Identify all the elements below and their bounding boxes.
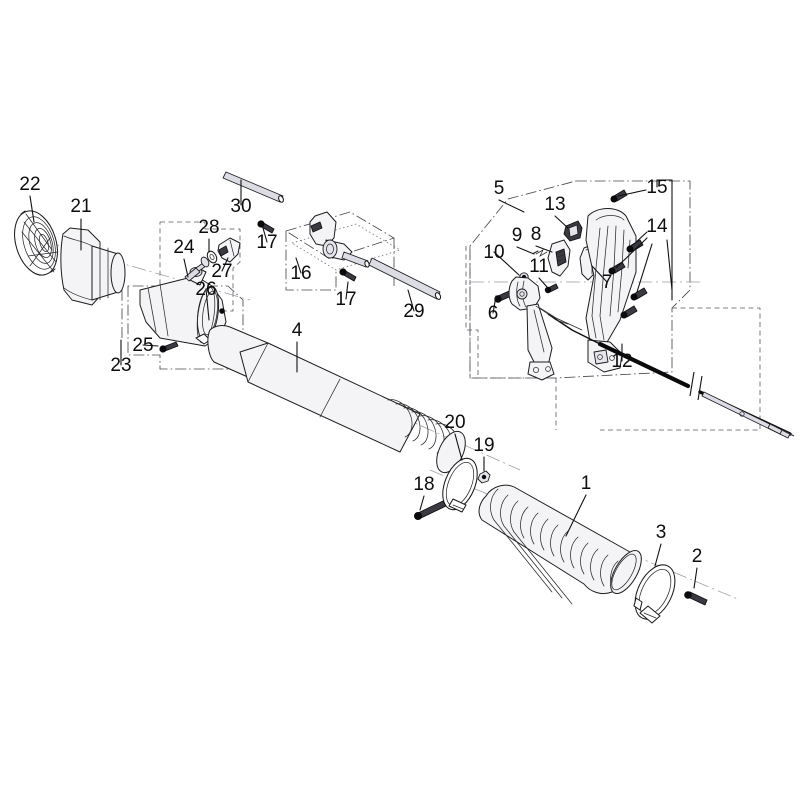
part-1-convolutions	[490, 488, 619, 605]
part-21-nozzle-cone	[60, 227, 126, 306]
callout-16: 16	[290, 263, 311, 284]
callout-24: 24	[173, 237, 195, 258]
callout-13: 13	[544, 194, 565, 215]
callout-3: 3	[656, 522, 667, 543]
part-27-lever-knob	[217, 237, 241, 263]
callout-8: 8	[531, 224, 542, 245]
callout-11: 11	[529, 256, 549, 277]
callout-17-lower: 17	[335, 289, 356, 310]
callout-21: 21	[70, 196, 91, 217]
callout-28: 28	[198, 217, 219, 238]
callout-19: 19	[473, 435, 494, 456]
callout-5: 5	[494, 178, 505, 199]
callout-labels: 1 2 3 4 5 6 7 8 9 10 11 12 13 14 15 16 1…	[19, 174, 702, 567]
leader-lines	[29, 179, 698, 589]
part-4-blower-tube	[207, 325, 466, 474]
part-17-screw-upper	[257, 220, 275, 234]
callout-4: 4	[292, 320, 303, 341]
callout-14: 14	[646, 216, 668, 237]
callout-18: 18	[413, 474, 434, 495]
callout-23: 23	[110, 355, 131, 376]
part-25-screw	[159, 341, 179, 353]
callout-25: 25	[132, 335, 153, 356]
part-12-throttle-cable	[535, 305, 795, 439]
callout-17-upper: 17	[256, 232, 277, 253]
part-2-clamp-screw	[684, 591, 708, 606]
group-boundary-5-inner	[465, 246, 479, 378]
callout-26: 26	[195, 279, 216, 300]
callout-29: 29	[403, 301, 424, 322]
part-8-throttle-lever	[547, 239, 571, 277]
part-5-handle-grip	[585, 208, 637, 373]
callout-15: 15	[646, 177, 667, 198]
callout-9: 9	[512, 225, 523, 246]
group-boundary-outer-right	[469, 246, 761, 431]
part-28-washer-set	[200, 250, 218, 268]
part-20-hose-clamp	[442, 457, 478, 513]
part-3-hose-clamp	[633, 564, 676, 624]
part-30-rod	[222, 171, 284, 203]
part-26-clamp-band	[195, 286, 225, 345]
callout-7: 7	[602, 272, 613, 293]
part-5-handle-housing	[508, 276, 555, 381]
group-boundary-5	[469, 180, 691, 379]
part-16-control-handle	[309, 211, 370, 268]
part-14-screw-set	[608, 239, 648, 319]
callout-10: 10	[483, 242, 504, 263]
part-13-switch	[563, 220, 583, 242]
callout-6: 6	[488, 303, 499, 324]
callout-2: 2	[692, 546, 703, 567]
part-11-screw	[544, 283, 559, 294]
part-1-flexible-hose	[478, 484, 642, 605]
part-29-rod	[368, 257, 442, 300]
callout-12: 12	[611, 351, 632, 372]
callout-20: 20	[444, 412, 465, 433]
part-18-clamp-screw	[413, 500, 447, 521]
callout-22: 22	[19, 174, 40, 195]
part-17-screw-lower	[339, 268, 357, 282]
group-boundary-24-28	[159, 221, 241, 312]
callout-1: 1	[581, 473, 592, 494]
part-9-spring	[533, 249, 548, 257]
part-19-nut	[477, 470, 491, 484]
callout-30: 30	[230, 196, 251, 217]
part-22-intake-screen	[14, 210, 59, 276]
callout-27: 27	[211, 261, 232, 282]
